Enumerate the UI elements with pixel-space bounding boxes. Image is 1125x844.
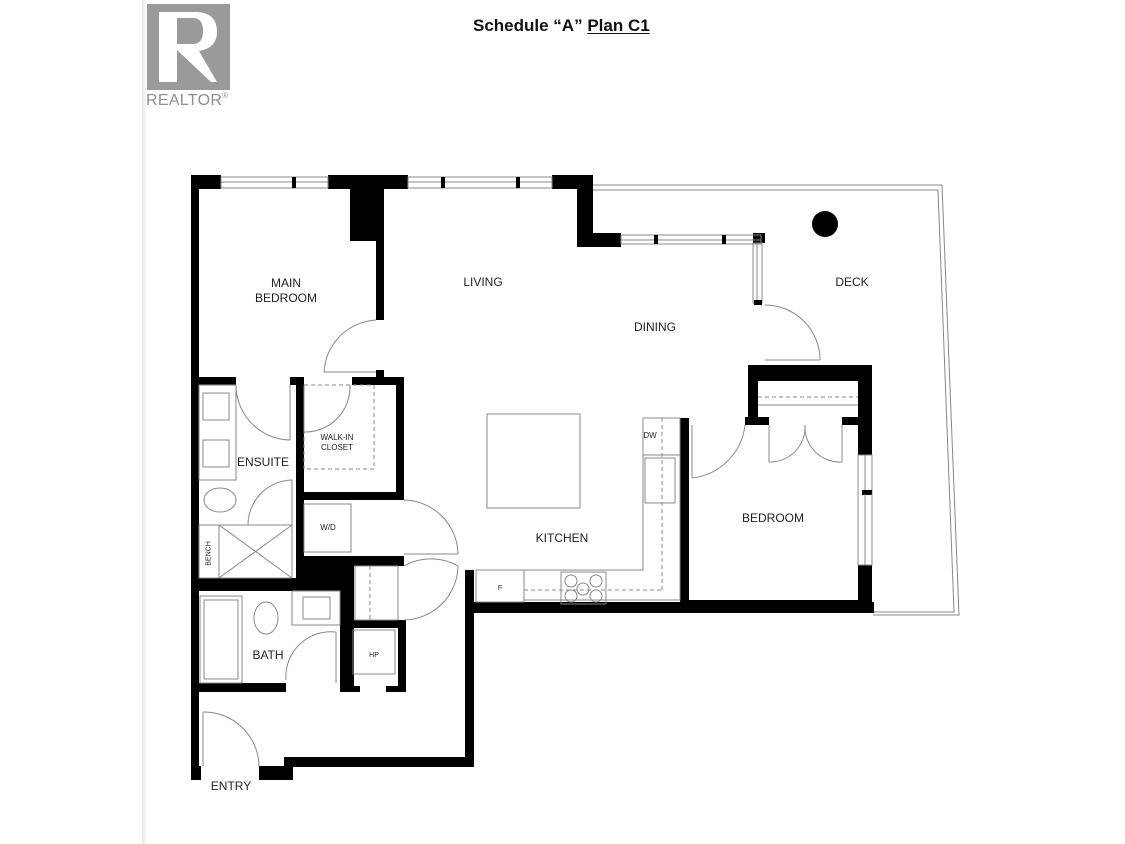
fixture-label-washer-dryer: W/D — [320, 523, 336, 532]
room-label-dining: DINING — [634, 320, 676, 334]
fixtures — [198, 384, 858, 684]
room-label-main-bedroom: MAIN BEDROOM — [255, 276, 317, 306]
realtor-r-logo-icon — [147, 4, 230, 90]
room-label-deck: DECK — [835, 275, 869, 289]
realtor-logo-text: REALTOR® — [146, 91, 229, 109]
room-label-bedroom: BEDROOM — [741, 511, 805, 525]
fixture-label-dishwasher: DW — [643, 431, 657, 440]
plan-name: Plan C1 — [587, 16, 650, 35]
fixture-label-heat-pump: HP — [369, 652, 379, 659]
walk-in-closet-line2: CLOSET — [320, 443, 354, 452]
kitchen-island — [486, 413, 581, 509]
page-left-edge — [142, 0, 147, 844]
door-swings — [202, 304, 843, 767]
fixture-label-fridge: F — [497, 585, 503, 592]
room-label-ensuite: ENSUITE — [236, 455, 290, 469]
deck-outline — [592, 184, 960, 616]
room-label-bath: BATH — [252, 648, 284, 662]
room-label-living: LIVING — [463, 275, 503, 289]
page-title: Schedule “A” Plan C1 — [473, 16, 650, 36]
walk-in-closet-line1: WALK-IN — [320, 433, 354, 442]
windows — [220, 176, 873, 566]
main-bedroom-line2: BEDROOM — [254, 291, 318, 305]
cooktop — [560, 571, 607, 605]
main-bedroom-line1: MAIN — [270, 276, 301, 290]
schedule-label: Schedule “A” — [473, 16, 583, 35]
fixture-label-bench: BENCH — [205, 541, 213, 566]
walls — [191, 175, 874, 780]
room-label-walk-in-closet: WALK-IN CLOSET — [320, 433, 353, 453]
room-label-kitchen: KITCHEN — [535, 531, 589, 545]
deck-column — [812, 211, 838, 237]
room-label-entry: ENTRY — [210, 779, 252, 793]
